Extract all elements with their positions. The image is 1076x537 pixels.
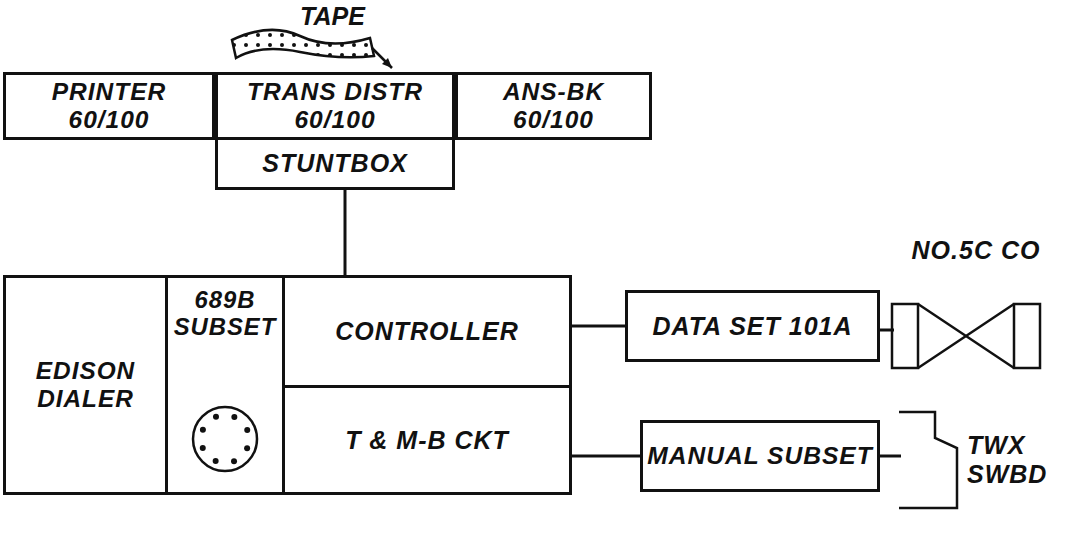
connector	[572, 455, 640, 458]
unit-box: PRINTER 60/100	[3, 72, 215, 140]
unit-label: 689B SUBSET	[168, 286, 282, 341]
switchboard-symbol	[895, 408, 965, 512]
unit-box: EDISON DIALER	[3, 275, 168, 495]
tape-leader	[372, 48, 392, 68]
tape-arrowhead	[382, 58, 392, 68]
paper-tape	[232, 30, 374, 58]
unit-box: T & M-B CKT	[282, 385, 572, 495]
unit-label: T & M-B CKT	[341, 426, 513, 455]
rotary-dial	[168, 384, 282, 484]
tape-label: TAPE	[300, 2, 365, 31]
switchboard: TWX SWBD	[895, 408, 1070, 512]
unit-box: MANUAL SUBSET	[640, 420, 880, 492]
unit-label: TRANS DISTR 60/100	[218, 78, 452, 135]
unit-label: STUNTBOX	[258, 149, 412, 178]
central-office: NO.5C CO	[888, 228, 1064, 374]
unit-label: TWX SWBD	[963, 431, 1066, 489]
connector	[572, 325, 625, 328]
unit-box: TRANS DISTR 60/100	[215, 72, 455, 140]
connector	[344, 190, 347, 275]
office-symbol	[888, 284, 1064, 374]
unit-label: CONTROLLER	[331, 317, 523, 346]
unit-label: PRINTER 60/100	[6, 78, 212, 134]
unit-label: NO.5C CO	[908, 236, 1045, 265]
unit-box: DATA SET 101A	[625, 290, 880, 362]
unit-box: ANS-BK 60/100	[455, 72, 652, 140]
unit-label: EDISON DIALER	[6, 357, 165, 413]
unit-box: STUNTBOX	[215, 137, 455, 190]
unit-label: DATA SET 101A	[648, 312, 856, 341]
connector	[880, 455, 901, 458]
unit-box: 689B SUBSET	[165, 275, 285, 495]
unit-label: ANS-BK 60/100	[458, 78, 649, 134]
unit-box: CONTROLLER	[282, 275, 572, 388]
unit-label: MANUAL SUBSET	[643, 442, 876, 470]
